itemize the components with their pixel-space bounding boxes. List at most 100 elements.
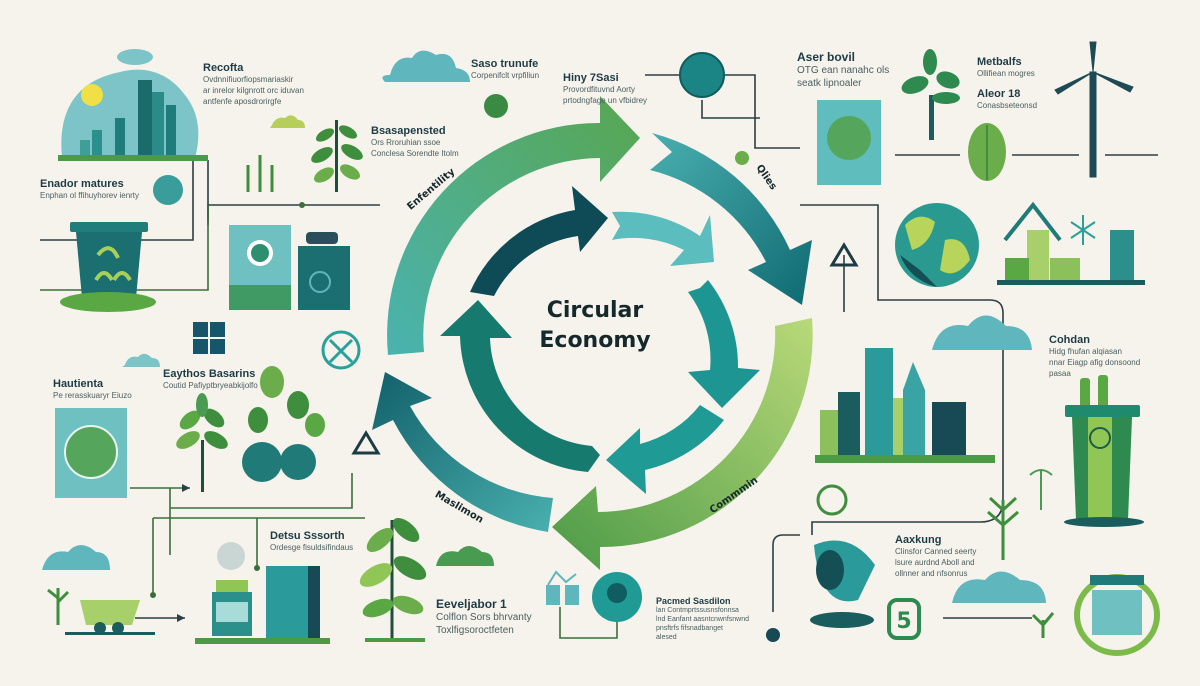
caption-title: Eaythos Basarins (163, 368, 256, 380)
tree-icon (901, 49, 960, 140)
sprout-icon (47, 588, 70, 625)
cart-icon (65, 600, 155, 635)
caption-title: Detsu Sssorth (270, 530, 345, 542)
caption-hautienta: Hautienta Pe rerasskuaryr Eiuzo (53, 378, 132, 401)
caption-title: Hiny 7Sasi (563, 72, 619, 84)
caption-line: nnar Eiagp afig donsoond (1049, 358, 1141, 367)
shrub-icon (242, 366, 325, 482)
crossed-tools-icon (321, 330, 361, 370)
caption-title: Cohdan (1049, 334, 1090, 346)
outer-arrow-top-left (387, 96, 640, 355)
caption-title: Pacmed Sasdilon (656, 596, 731, 606)
caption-line: Conasbseteonsd (977, 101, 1038, 110)
diagram-title: Circular Economy (520, 296, 670, 356)
globe-badge-icon (153, 175, 183, 205)
caption-cohdan: Cohdan Hidg fhufan alqiasan nnar Eiagp a… (1049, 334, 1140, 379)
caption-aser-bovil: Aser bovil OTG ean nanahc ols seatk lipn… (797, 50, 889, 90)
caption-pacmed-sasdilon: Pacmed Sasdilon lan Contmprtssusnsfonnsa… (656, 596, 749, 642)
caption-hiny-7sasi: Hiny 7Sasi Provordfituvnd Aorty prtodngf… (563, 72, 647, 106)
bow-icon (1029, 469, 1053, 510)
leaf-badge-icon (484, 94, 508, 118)
caption-detsu-sssorth: Detsu Sssorth Ordesge fisuldsifindaus (270, 530, 353, 553)
wind-turbine-icon (1054, 41, 1134, 178)
cloud-icon (952, 571, 1046, 603)
tree-icon (176, 393, 228, 492)
globe-icon (895, 203, 979, 287)
caption-line: seatk lipnoaler (797, 78, 862, 89)
tall-plant-icon (359, 518, 427, 642)
caption-aaxkung: Aaxkung Clinsfor Canned seerty lsure aur… (895, 534, 976, 579)
recycle-triangle-icon (351, 430, 381, 455)
caption-line: Ors Rroruhian ssoe (371, 138, 441, 147)
caption-title: Metbalfs (977, 56, 1022, 68)
inner-arrow-right (688, 280, 760, 408)
caption-line: Conclesa Sorendte Itolm (371, 149, 459, 158)
title-line-2: Economy (539, 328, 651, 353)
small-tree-icon (987, 496, 1019, 560)
recycle-triangle-icon (829, 242, 859, 267)
caption-line: prtodngfage un vfbidrey (563, 96, 648, 105)
gear-icon (766, 628, 780, 642)
sprout-icon (1031, 612, 1055, 638)
recycle-circle-icon (679, 52, 725, 98)
caption-line: antfenfe aposdrorirgfe (203, 97, 282, 106)
outer-arrow-bottom-right (552, 318, 813, 570)
recycle-bin-icon (60, 222, 156, 312)
wreath-window-icon (1074, 574, 1160, 656)
cloud-icon (270, 115, 305, 128)
caption-aleor-18: Aleor 18 Conasbseteonsd (977, 88, 1037, 111)
caption-line: ollnner and nfsonrus (895, 569, 968, 578)
number-badge-icon (887, 598, 921, 640)
caption-line: Clinsfor Canned seerty (895, 547, 977, 556)
cloud-icon (932, 315, 1032, 350)
caption-line: Ordesge fisuldsifindaus (270, 543, 354, 552)
grid-icon (193, 322, 225, 354)
caption-line: Ollifiean mogres (977, 69, 1035, 78)
inner-arrow-left (440, 300, 600, 472)
caption-title: Eeveljabor 1 (436, 597, 507, 611)
inner-arrow-top (470, 186, 608, 296)
cloud-icon (382, 50, 470, 82)
cloud-icon (42, 545, 110, 570)
caption-title: Aaxkung (895, 534, 942, 546)
plant-icon (311, 120, 363, 192)
boxes-icon (546, 570, 579, 605)
caption-title: Aleor 18 (977, 88, 1021, 100)
caption-enador-matures: Enador matures Enphan ol ffihuyhorev ien… (40, 178, 139, 201)
caption-line: ar inrelor kilgnrott orc iduvan (203, 86, 304, 95)
number-five-icon: 5 (896, 609, 911, 634)
caption-line: Corpenifclt vrpfiliun (471, 71, 540, 80)
caption-title: Enador matures (40, 178, 124, 190)
caption-line: pasaa (1049, 369, 1071, 378)
caption-line: Colflon Sors bhrvanty (436, 612, 532, 623)
caption-line: Coutid Pafiyptbryeabkijolfo (163, 381, 258, 390)
caption-title: Aser bovil (797, 50, 856, 64)
caption-line: lsure aurdnd Aboll and (895, 558, 975, 567)
caption-line: OTG ean nanahc ols (797, 65, 890, 76)
caption-eaythos-basarins: Eaythos Basarins Coutid Pafiyptbryeabkij… (163, 368, 258, 391)
caption-line: Hidg fhufan alqiasan (1049, 347, 1122, 356)
eco-buildings-icon (997, 201, 1145, 285)
caption-title: Bsasapensted (371, 125, 446, 137)
caption-recofta: Recofta Ovdnnifiuorfiopsmariaskir ar inr… (203, 62, 304, 107)
outer-arrow-top-right (650, 133, 812, 305)
cloud-icon (436, 546, 494, 566)
caption-saso-trunufe: Saso trunufe Corpenifclt vrpfiliun (471, 58, 539, 81)
lamp-icon (810, 540, 875, 628)
caption-line: Pe rerasskuaryr Eiuzo (53, 391, 132, 400)
caption-line: lan Contmprtssusnsfonnsa (656, 607, 739, 614)
caption-line: Provordfituvnd Aorty (563, 85, 636, 94)
cloud-icon (122, 353, 160, 367)
caption-title: Recofta (203, 62, 244, 74)
caption-line: Toxlfigsoroctfeten (436, 625, 514, 636)
caption-line: alesed (656, 634, 677, 641)
inner-arrow-top-right (612, 211, 714, 266)
caption-line: Ovdnnifiuorfiopsmariaskir (203, 75, 294, 84)
caption-bsasapensted: Bsasapensted Ors Rroruhian ssoe Conclesa… (371, 125, 459, 159)
green-recycle-bin-icon (1064, 375, 1144, 527)
jar-bin-icon (298, 232, 350, 310)
caption-line: lnd Eanfant aasntcnwnfsnwnd (656, 616, 750, 623)
sprouts-icon (246, 155, 274, 192)
